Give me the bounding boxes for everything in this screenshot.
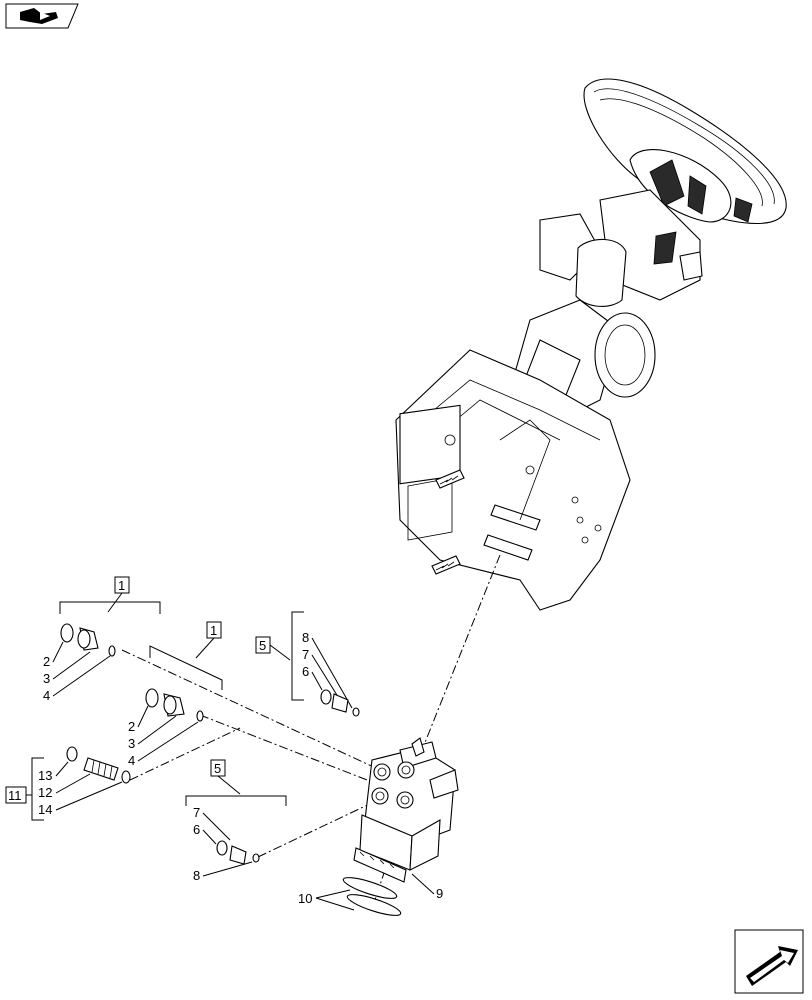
fitting-group-1-upper: 1 2 3 4 [43, 576, 161, 703]
steering-motor [353, 737, 459, 883]
fitting-group-5-upper: 5 8 7 6 [255, 611, 360, 717]
steering-column-assembly [395, 78, 787, 611]
fitting-group-1-lower: 1 2 3 4 [128, 621, 223, 768]
fitting-group-5-lower: 5 7 6 8 [185, 759, 287, 883]
callout-4-upper: 4 [43, 688, 50, 703]
book-page-navigation-icon[interactable] [5, 3, 79, 29]
callout-6-lower: 6 [193, 822, 200, 837]
callout-9: 9 [436, 886, 443, 901]
callout-3-upper: 3 [43, 671, 50, 686]
callout-7-upper: 7 [302, 647, 309, 662]
callout-1-lower-label: 1 [210, 623, 217, 638]
callout-2-upper: 2 [43, 654, 50, 669]
callout-8-upper: 8 [302, 630, 309, 645]
callout-7-lower: 7 [193, 805, 200, 820]
callout-12: 12 [38, 785, 52, 800]
callout-8-lower: 8 [193, 868, 200, 883]
fitting-group-11: 11 13 12 14 [5, 746, 131, 821]
callout-5-lower-label: 5 [214, 761, 221, 776]
callout-5-upper-label: 5 [259, 638, 266, 653]
callout-2-lower: 2 [128, 719, 135, 734]
callout-4-lower: 4 [128, 753, 135, 768]
callout-11-label: 11 [8, 788, 22, 803]
callout-13: 13 [38, 768, 52, 783]
callout-14: 14 [38, 802, 52, 817]
callout-3-lower: 3 [128, 736, 135, 751]
seal-and-motor-callouts: 10 9 [298, 873, 443, 916]
callout-6-upper: 6 [302, 664, 309, 679]
callout-1-upper-label: 1 [118, 578, 125, 593]
next-page-arrow-icon[interactable] [734, 929, 804, 994]
callout-10: 10 [298, 891, 312, 906]
